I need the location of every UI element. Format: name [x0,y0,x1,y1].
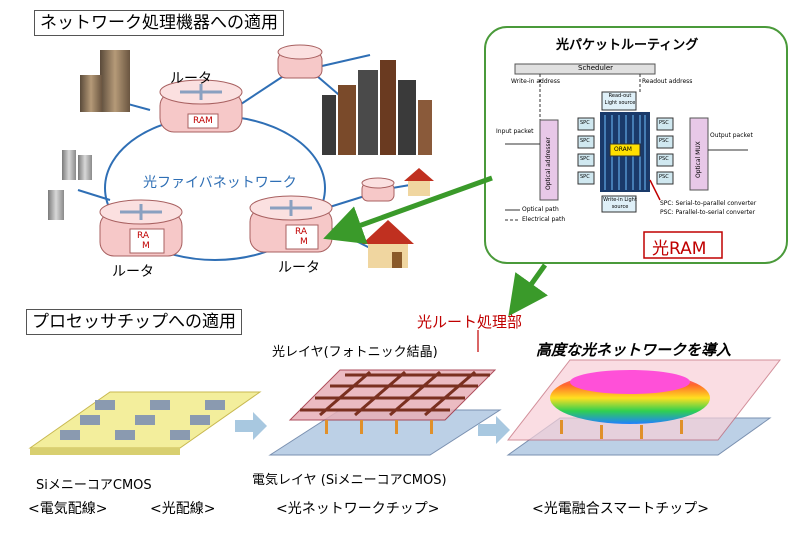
write-in-address-label: Write-in address [511,78,560,85]
routing-schematic [505,63,748,221]
optical-addresser-label: Optical addresser [545,137,552,190]
router-top [159,79,243,133]
caption-network-chip: <光ネットワークチップ> [276,501,440,517]
skyscrapers-icon [322,60,432,155]
output-packet-label: Output packet [710,132,753,139]
arrow-to-chip [508,263,548,317]
input-packet-label: Input packet [496,128,534,135]
ram-label-left-top: RA [137,231,150,241]
photonic-layer-label: 光レイヤ(フォトニック結晶) [272,345,438,360]
building-icon [80,50,130,112]
ram-label-top: RAM [193,116,213,126]
caption-smart-chip: <光電融合スマートチップ> [532,501,710,517]
ram-label-right-bottom: M [300,237,308,247]
readout-address-label: Readout address [642,78,693,85]
spc-label-2: SPC [580,138,590,144]
electrical-path-legend: Electrical path [522,216,566,223]
optical-ram-label: 光RAM [652,239,707,259]
scheduler-label: Scheduler [578,64,614,72]
spc-label-4: SPC [580,174,590,180]
psc-label-1: PSC [659,120,669,126]
grey-buildings-icon [48,150,92,220]
spc-label-1: SPC [580,120,590,126]
packet-routing-title: 光パケットルーティング [556,38,699,53]
arrow-right-2 [478,416,510,444]
spc-label-3: SPC [580,156,590,162]
chip-optical-network [268,369,502,456]
electric-layer-label: 電気レイヤ (SiメニーコアCMOS) [252,473,447,488]
optical-mux-label: Optical MUX [695,141,702,178]
optical-path-legend: Optical path [522,206,559,213]
psc-label-4: PSC [659,174,669,180]
router-label-top: ルータ [170,71,212,87]
si-cmos-label: SiメニーコアCMOS [36,478,152,493]
house-large-icon [362,220,414,268]
arrow-to-router [323,175,493,245]
optical-ram-box [643,231,723,259]
house-icon [404,168,434,196]
router-small-right [361,177,395,202]
readout-light-label: Read-out Light source [604,93,636,106]
fiber-network-label: 光ファイバネットワーク [143,175,297,191]
arrow-right-1 [235,412,267,440]
psc-label-3: PSC [659,156,669,162]
chip-smart [506,359,782,456]
psc-legend: PSC: Parallel-to-serial converter [660,209,756,216]
writein-light-label: Write-in Light source [603,197,637,210]
caption-electric-wiring: <電気配線> [28,501,108,517]
router-bottom-left [99,199,183,257]
router-bottom-right [249,195,333,253]
psc-label-2: PSC [659,138,669,144]
chip-section-title: プロセッサチップへの適用 [26,309,242,335]
oram-label: ORAM [614,146,632,153]
router-small-top [277,44,323,79]
chip-electric-wiring [28,391,262,455]
caption-optical-wiring: <光配線> [150,501,216,517]
spc-legend: SPC: Serial-to-parallel converter [660,200,757,207]
ram-label-left-bottom: M [142,241,150,251]
advanced-network-label: 高度な光ネットワークを導入 [536,341,732,359]
network-section-title: ネットワーク処理機器への適用 [34,10,284,36]
ram-label-right-top: RA [295,227,308,237]
router-label-right: ルータ [278,260,320,276]
route-unit-label: 光ルート処理部 [417,313,523,331]
router-label-left: ルータ [112,264,154,280]
